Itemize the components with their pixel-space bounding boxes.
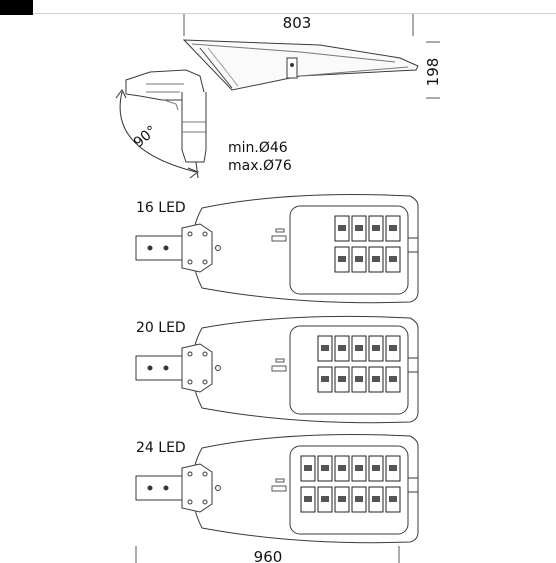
led-module-lens (372, 345, 380, 351)
led-module-lens (338, 496, 346, 502)
led-module-lens (321, 376, 329, 382)
dimension-length-960: 960 (254, 548, 283, 563)
led-module-lens (338, 465, 346, 471)
led-module-lens (355, 225, 363, 231)
led-module-lens (389, 225, 397, 231)
led-module-grid-16 (334, 215, 401, 273)
led-module-lens (372, 225, 380, 231)
led-module-grid-20 (317, 335, 401, 393)
length-dimension-top (183, 14, 414, 36)
led-module-lens (372, 496, 380, 502)
height-dimension (426, 41, 440, 99)
dimension-length-803: 803 (283, 14, 312, 32)
led-module-lens (355, 465, 363, 471)
length-dimension-bottom (135, 546, 400, 563)
variant-label-24-led: 24 LED (136, 440, 186, 456)
side-view (115, 39, 419, 179)
led-module-lens (304, 496, 312, 502)
led-module-lens (304, 465, 312, 471)
led-module-grid-24 (300, 455, 401, 513)
corner-block (0, 0, 33, 15)
led-module-lens (338, 256, 346, 262)
led-module-lens (355, 376, 363, 382)
led-module-lens (338, 225, 346, 231)
led-module-lens (389, 345, 397, 351)
top-border-line (33, 13, 556, 14)
pole-max-diameter: max.Ø76 (228, 158, 292, 174)
led-module-lens (355, 256, 363, 262)
led-module-lens (355, 496, 363, 502)
variant-label-16-led: 16 LED (136, 200, 186, 216)
angle-label: 90° (131, 123, 160, 151)
pole-min-diameter: min.Ø46 (228, 140, 288, 156)
led-module-lens (372, 256, 380, 262)
led-module-lens (389, 376, 397, 382)
led-module-lens (338, 345, 346, 351)
led-module-lens (372, 376, 380, 382)
led-module-lens (338, 376, 346, 382)
variant-label-20-led: 20 LED (136, 320, 186, 336)
led-module-lens (389, 465, 397, 471)
led-module-lens (321, 345, 329, 351)
dimension-height-198: 198 (424, 58, 442, 87)
led-module-lens (389, 256, 397, 262)
led-module-lens (389, 496, 397, 502)
led-module-lens (355, 345, 363, 351)
led-module-lens (372, 465, 380, 471)
led-module-lens (321, 465, 329, 471)
led-module-lens (321, 496, 329, 502)
